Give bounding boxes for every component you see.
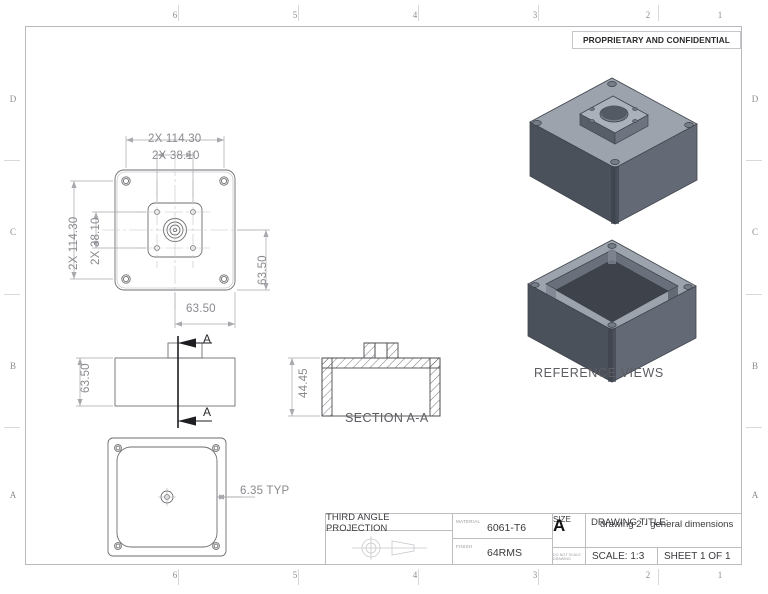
- section-arrow-heads: [178, 338, 196, 426]
- zone-bottom-5: 5: [292, 570, 298, 580]
- iso-openbox-corner-holes: [530, 243, 693, 328]
- zone-top-6: 6: [172, 10, 178, 20]
- dim-left-vertical-inner: 2X 38.10: [90, 217, 102, 265]
- third-angle-projection-symbol-cell: [326, 531, 453, 565]
- material-caption: MATERIAL: [456, 519, 481, 524]
- sheet-value: SHEET 1 OF 1: [664, 551, 731, 562]
- material-cell: MATERIAL 6061-T6: [453, 514, 553, 539]
- zone-bottom-3: 3: [532, 570, 538, 580]
- zone-top-4: 4: [412, 10, 418, 20]
- dim-bottom-horizontal: 63.50: [186, 303, 216, 315]
- do-not-scale-label: DO NOT SCALE DRAWING: [553, 552, 581, 561]
- top-view-dimension-lines: [70, 136, 270, 328]
- bottom-view-center-hole: [158, 488, 176, 506]
- front-view-dimension-lines: [76, 357, 113, 407]
- reference-view-open-box: [527, 239, 697, 383]
- reference-views-label: REFERENCE VIEWS: [534, 366, 664, 380]
- third-angle-projection-cell: THIRD ANGLE PROJECTION: [326, 511, 453, 533]
- section-hatched-walls: [321, 357, 441, 417]
- finish-cell: FINISH 64RMS: [453, 539, 553, 565]
- front-view-boss: [167, 342, 203, 359]
- zone-right-d: D: [751, 94, 759, 104]
- section-dimension-lines: [288, 357, 320, 417]
- section-boss: [363, 342, 399, 359]
- drawing-title-cell: DRAWING TITLE: drawing 2 - general dimen…: [586, 514, 741, 548]
- zone-left-d: D: [9, 94, 17, 104]
- zone-left-c: C: [9, 227, 16, 237]
- zone-left-a: A: [9, 490, 17, 500]
- dim-bottom-view-wall: 6.35 TYP: [240, 485, 290, 497]
- drawing-title-value: drawing 2 - general dimensions: [600, 519, 734, 530]
- finish-caption: FINISH: [456, 544, 473, 549]
- top-view-dim-arrows: [71, 137, 269, 327]
- front-view-drawing: [76, 336, 236, 428]
- top-view-centerlines: [102, 158, 265, 310]
- zone-bottom-1: 1: [717, 570, 723, 580]
- section-view-drawing: [288, 342, 441, 417]
- zone-right-a: A: [751, 490, 759, 500]
- bottom-view-corner-holes: [114, 444, 220, 550]
- dim-right-vertical: 63.50: [257, 255, 269, 285]
- front-view-dim-arrows: [77, 358, 83, 406]
- dim-section-height: 44.45: [298, 368, 310, 398]
- third-angle-projection-symbol: [352, 536, 427, 560]
- size-cell: SIZE A: [553, 514, 586, 548]
- zone-top-5: 5: [292, 10, 298, 20]
- zone-top-3: 3: [532, 10, 538, 20]
- do-not-scale-cell: DO NOT SCALE DRAWING: [553, 548, 586, 565]
- bottom-view-drawing: [107, 437, 255, 557]
- top-view-drawing: [70, 136, 270, 328]
- title-block: THIRD ANGLE PROJECTION MATERIAL 6061-T6 …: [325, 511, 742, 565]
- dim-top-horizontal-inner: 2X 38.10: [152, 150, 200, 162]
- scale-cell: SCALE: 1:3: [586, 548, 658, 565]
- zone-right-b: B: [751, 361, 758, 371]
- zone-top-1: 1: [717, 10, 723, 20]
- iso-box-corner-holes: [532, 81, 694, 165]
- top-view-corner-holes: [121, 176, 229, 284]
- proprietary-note-box: PROPRIETARY AND CONFIDENTIAL: [572, 31, 741, 49]
- zone-top-2: 2: [645, 10, 651, 20]
- section-dim-arrows: [289, 358, 295, 416]
- zone-bottom-6: 6: [172, 570, 178, 580]
- zone-left-b: B: [9, 361, 16, 371]
- dim-front-height: 63.50: [80, 363, 92, 393]
- zone-bottom-2: 2: [645, 570, 651, 580]
- sheet-cell: SHEET 1 OF 1: [658, 548, 741, 565]
- scale-value: SCALE: 1:3: [592, 551, 645, 562]
- third-angle-projection-label: THIRD ANGLE PROJECTION: [326, 511, 390, 533]
- bottom-view-dim-arrows: [217, 494, 226, 500]
- material-value: 6061-T6: [487, 522, 527, 534]
- dim-left-vertical-outer: 2X 114.30: [68, 216, 80, 270]
- reference-view-closed-box: [529, 77, 698, 225]
- proprietary-note-text: PROPRIETARY AND CONFIDENTIAL: [582, 35, 731, 45]
- iso-openbox-solid: [527, 239, 697, 383]
- size-caption: SIZE: [553, 515, 571, 524]
- zone-bottom-4: 4: [412, 570, 418, 580]
- section-label-bottom: A: [203, 405, 212, 419]
- zone-right-c: C: [751, 227, 758, 237]
- size-value: A: [553, 516, 566, 535]
- section-view-label: SECTION A-A: [345, 411, 429, 425]
- finish-value: 64RMS: [487, 547, 523, 559]
- section-label-top: A: [203, 332, 212, 346]
- dim-top-horizontal-outer: 2X 114.30: [148, 133, 202, 145]
- drawing-title-caption: DRAWING TITLE:: [591, 517, 669, 528]
- front-view-body: [114, 357, 236, 407]
- iso-box-center-boss: [579, 95, 649, 145]
